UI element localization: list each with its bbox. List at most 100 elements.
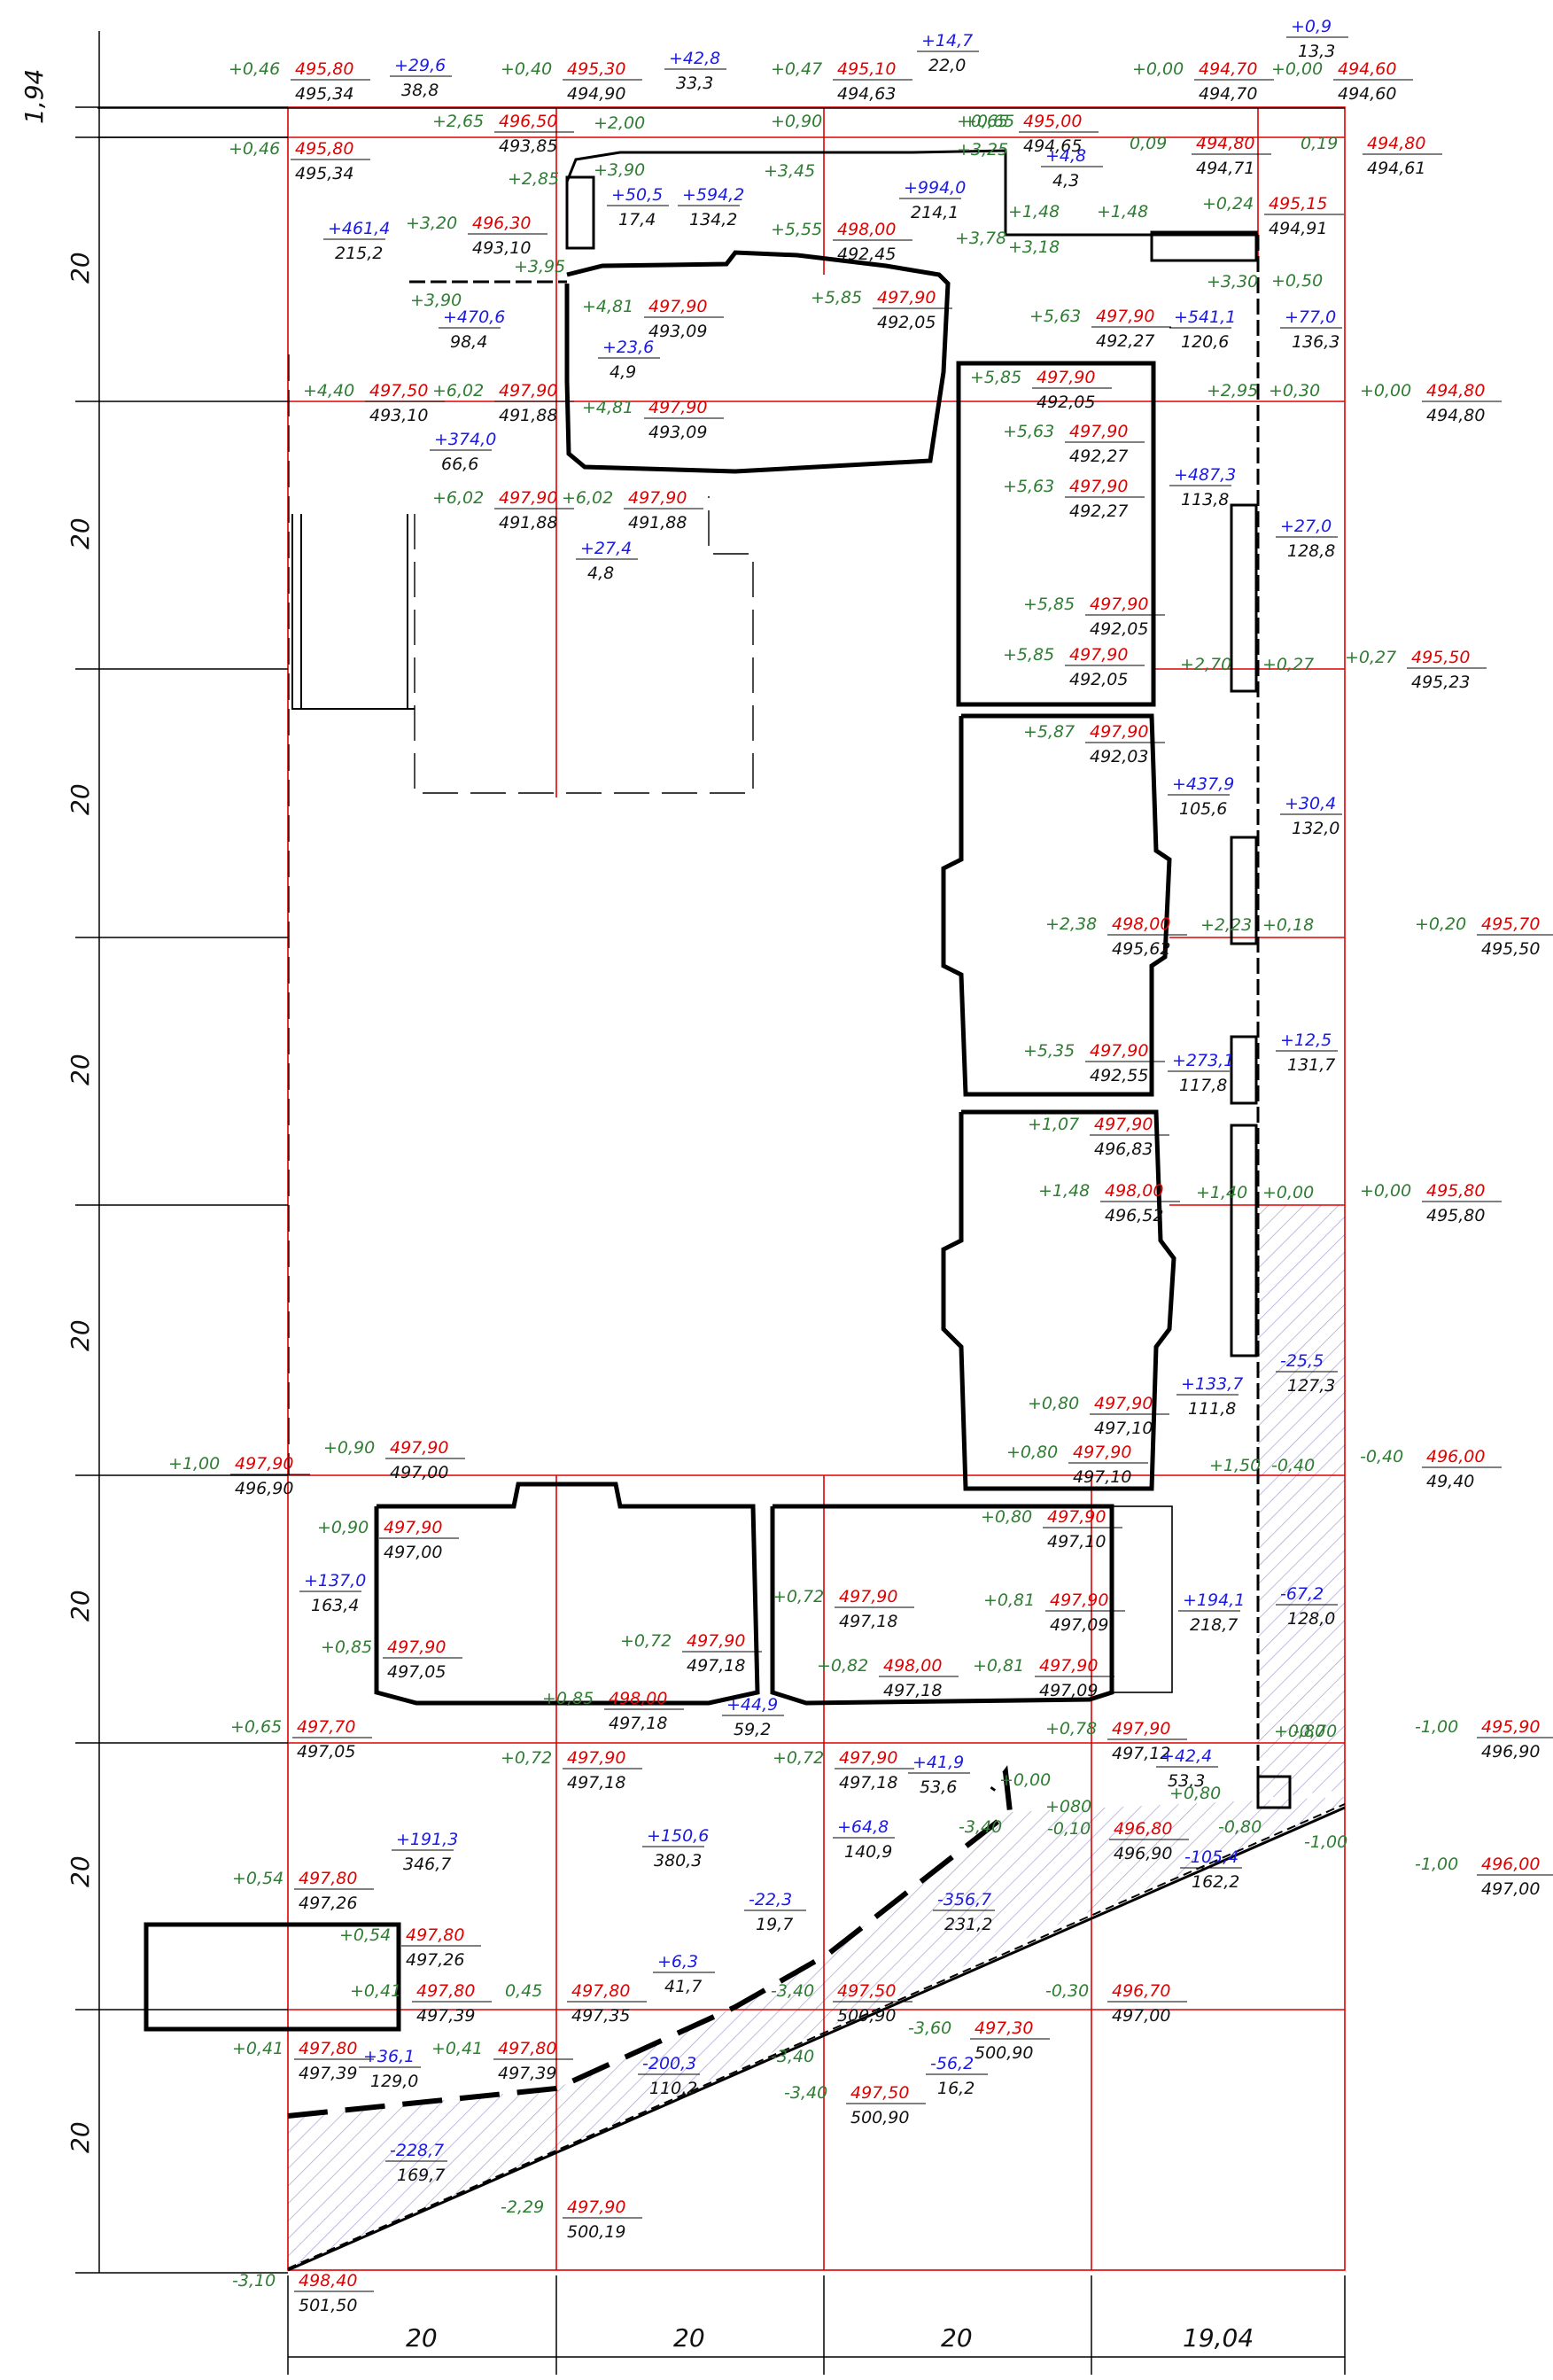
cell-volume: +29,6 [394, 56, 446, 75]
stair-block [1230, 1124, 1258, 1357]
work-mark: +1,48 [1008, 202, 1060, 222]
cell-volume: +0,9 [1291, 17, 1332, 36]
level-design-mark: 497,80 [299, 2039, 357, 2058]
level-design-mark: 497,90 [839, 1748, 897, 1768]
level-design-mark: 495,80 [1426, 1181, 1485, 1201]
cell-area: 98,4 [450, 332, 487, 352]
cell-volume: +133,7 [1181, 1374, 1243, 1394]
level-work-mark: +0,80 [981, 1507, 1032, 1527]
work-mark: +2,85 [508, 169, 559, 189]
level-work-mark: +0,85 [542, 1689, 594, 1708]
cell-volume: +27,0 [1280, 517, 1332, 536]
cell-area: 162,2 [1192, 1872, 1239, 1892]
level-natural-mark: 497,18 [839, 1773, 897, 1793]
cell-volume: +50,5 [611, 185, 663, 205]
level-work-mark: +0,00 [1271, 59, 1323, 79]
cell-area: 13,3 [1298, 42, 1335, 61]
level-design-mark: 494,70 [1199, 59, 1257, 79]
cell-volume: +14,7 [921, 31, 973, 51]
work-mark: +3,90 [594, 160, 645, 180]
work-mark: +1,50 [1209, 1456, 1261, 1475]
level-natural-mark: 496,52 [1105, 1206, 1163, 1225]
level-work-mark: +0,00 [1132, 59, 1184, 79]
level-natural-mark: 493,10 [369, 406, 428, 425]
level-work-mark: +0,47 [771, 59, 822, 79]
cell-volume: +374,0 [434, 430, 496, 449]
stair-block [565, 175, 595, 250]
level-work-mark: -1,00 [1415, 1717, 1458, 1737]
level-natural-mark: 497,00 [1112, 2006, 1170, 2026]
building-east-3 [941, 1109, 1176, 1491]
level-work-mark: +0,40 [501, 59, 552, 79]
cell-area: 231,2 [944, 1915, 992, 1934]
building-south-east [770, 1504, 1114, 1706]
level-natural-mark: 492,27 [1069, 502, 1128, 521]
level-work-mark: -3,40 [771, 1981, 814, 2001]
level-natural-mark: 497,05 [387, 1662, 446, 1682]
level-natural-mark: 495,80 [1426, 1206, 1485, 1225]
cell-area: 4,3 [1052, 171, 1079, 191]
work-mark: +0,30 [1269, 381, 1320, 401]
level-work-mark: +2,38 [1045, 914, 1097, 934]
cell-area: 19,7 [756, 1915, 793, 1934]
cell-volume: +44,9 [726, 1695, 778, 1715]
cell-area: 53,6 [920, 1777, 957, 1797]
level-work-mark: +0,65 [957, 112, 1008, 131]
cell-volume: +64,8 [837, 1817, 889, 1837]
level-design-mark: 495,90 [1481, 1717, 1540, 1737]
level-natural-mark: 491,88 [628, 513, 687, 533]
dashed-footprint [414, 496, 754, 794]
stair-block [1256, 1775, 1292, 1809]
level-work-mark: +5,63 [1003, 422, 1054, 441]
level-natural-mark: 497,00 [384, 1543, 442, 1562]
building-south-small [144, 1922, 401, 2032]
cell-area: 66,6 [441, 455, 478, 474]
level-design-mark: 494,60 [1338, 59, 1396, 79]
dimension-lines [75, 31, 1346, 2375]
level-design-mark: 495,80 [295, 59, 353, 79]
cell-area: 117,8 [1179, 1076, 1227, 1095]
level-work-mark: +0,41 [232, 2039, 283, 2058]
level-work-mark: +0,20 [1415, 914, 1466, 934]
level-design-mark: 494,80 [1196, 134, 1254, 153]
dim-label-left: 20 [66, 252, 95, 284]
dim-label-left: 20 [66, 1590, 95, 1622]
level-design-mark: 497,90 [384, 1518, 442, 1537]
retaining-wall [409, 149, 1292, 1809]
level-work-mark: +0,72 [620, 1631, 672, 1651]
level-design-mark: 497,50 [837, 1981, 896, 2001]
level-design-mark: 497,90 [1050, 1591, 1108, 1610]
level-natural-mark: 495,34 [295, 84, 353, 104]
cell-volume: +194,1 [1183, 1591, 1245, 1610]
work-mark: +2,00 [594, 113, 645, 133]
stair-block [1230, 1035, 1258, 1105]
level-natural-mark: 497,18 [839, 1612, 897, 1631]
level-natural-mark: 492,45 [837, 245, 896, 264]
level-design-mark: 498,40 [299, 2271, 357, 2291]
level-design-mark: 497,90 [877, 288, 936, 307]
level-natural-mark: 500,19 [567, 2222, 625, 2242]
level-work-mark: +0,80 [1028, 1394, 1079, 1413]
level-natural-mark: 497,00 [390, 1463, 448, 1482]
cell-volume: -105,4 [1184, 1847, 1239, 1867]
dim-label-bottom: 19,04 [1183, 2323, 1254, 2353]
level-design-mark: 497,90 [1073, 1443, 1131, 1462]
work-mark: -3,40 [959, 1817, 1002, 1837]
level-work-mark: +2,65 [432, 112, 484, 131]
level-work-mark: -2,29 [501, 2197, 544, 2217]
level-natural-mark: 496,90 [235, 1479, 293, 1498]
level-design-mark: 497,90 [1112, 1719, 1170, 1738]
level-design-mark: 497,70 [297, 1717, 355, 1737]
cell-area: 136,3 [1292, 332, 1339, 352]
cell-area: 111,8 [1188, 1399, 1236, 1419]
level-design-mark: 495,50 [1411, 648, 1470, 667]
level-natural-mark: 497,05 [297, 1742, 355, 1762]
cell-volume: +437,9 [1172, 774, 1234, 794]
level-design-mark: 497,90 [1090, 595, 1148, 614]
work-mark: +3,18 [1008, 237, 1060, 257]
level-natural-mark: 493,10 [472, 238, 531, 258]
work-mark: +0,65 [963, 112, 1014, 131]
level-natural-mark: 497,10 [1047, 1532, 1106, 1552]
level-natural-mark: 495,62 [1112, 939, 1170, 959]
work-mark: +1,48 [1097, 202, 1148, 222]
